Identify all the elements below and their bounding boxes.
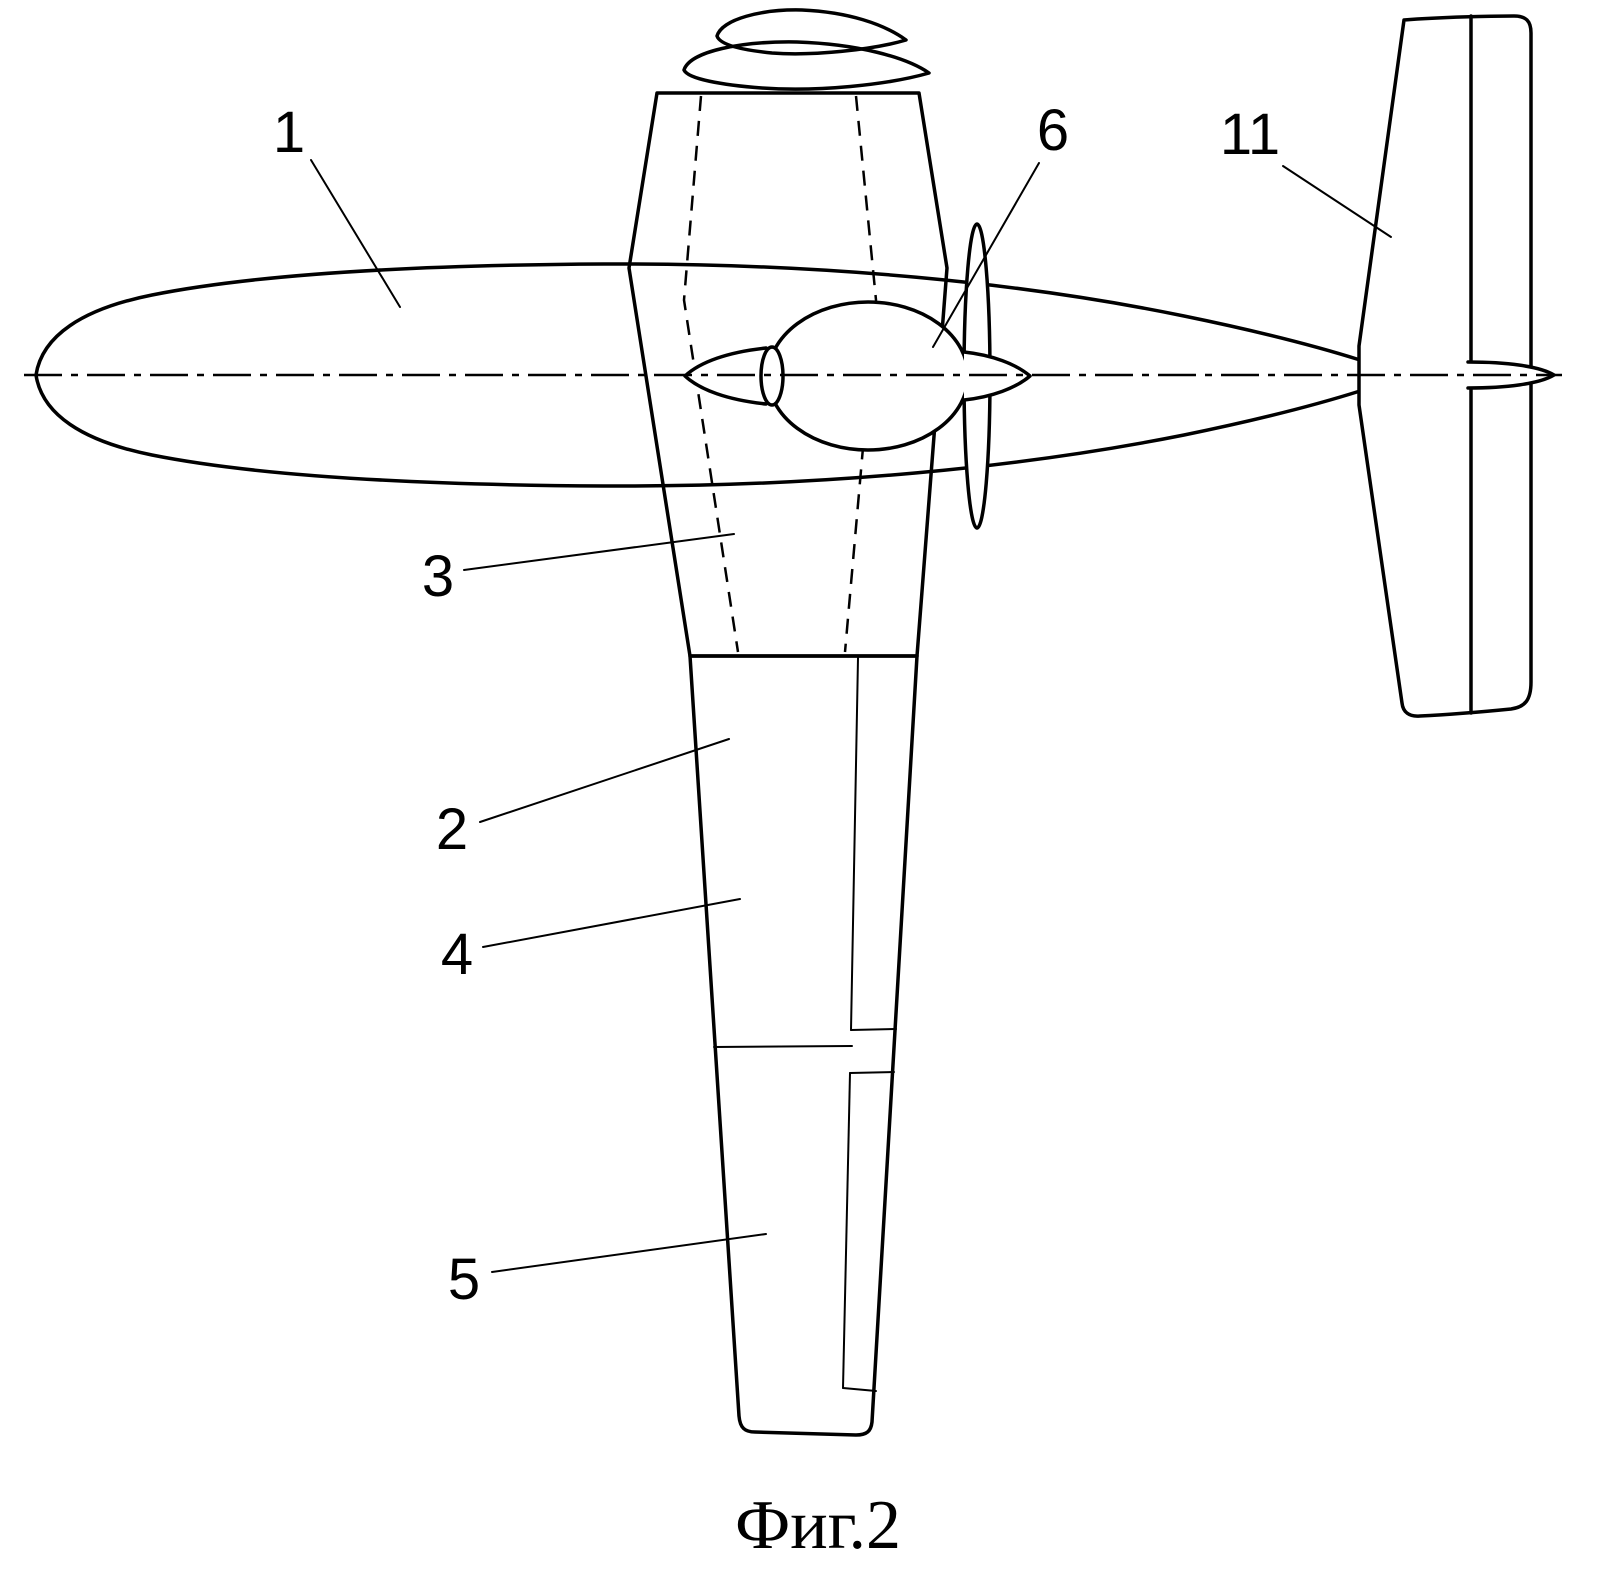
wing-outline <box>688 654 919 1437</box>
leader-line-fuselage <box>310 159 401 308</box>
callout-label-wing: 2 <box>436 797 468 862</box>
leader-line-tailplane <box>1282 165 1392 238</box>
wing-panel-break-line <box>713 1045 853 1048</box>
aileron-hinge-line <box>842 1072 851 1389</box>
callout-label-flap: 4 <box>441 922 473 987</box>
callout-label-tailplane: 11 <box>1220 102 1280 167</box>
pivot-wing-dashed-left-line <box>682 95 740 653</box>
flap-hinge-line <box>850 657 859 1031</box>
flap-end-gap-line <box>850 1028 897 1031</box>
tailplane-outline <box>1357 14 1533 718</box>
propeller-blade-upper-icon <box>715 8 908 56</box>
leader-line-flap <box>482 898 741 948</box>
aileron-top-gap-line <box>849 1071 895 1074</box>
leader-line-pivot-outline <box>463 533 735 571</box>
leader-line-nacelle <box>932 162 1040 348</box>
figure-caption: Фиг.2 <box>735 1487 901 1564</box>
leader-line-wing <box>479 738 730 823</box>
aileron-bottom-gap-line <box>842 1387 877 1392</box>
leader-line-aileron <box>491 1233 767 1273</box>
callout-label-aileron: 5 <box>448 1247 480 1312</box>
callout-label-nacelle: 6 <box>1037 98 1069 163</box>
callout-label-pivot-outline: 3 <box>422 544 454 609</box>
pivot-wing-dashed-right-line <box>843 95 878 653</box>
propeller-blade-lower-icon <box>682 40 931 91</box>
callout-label-fuselage: 1 <box>273 100 305 165</box>
